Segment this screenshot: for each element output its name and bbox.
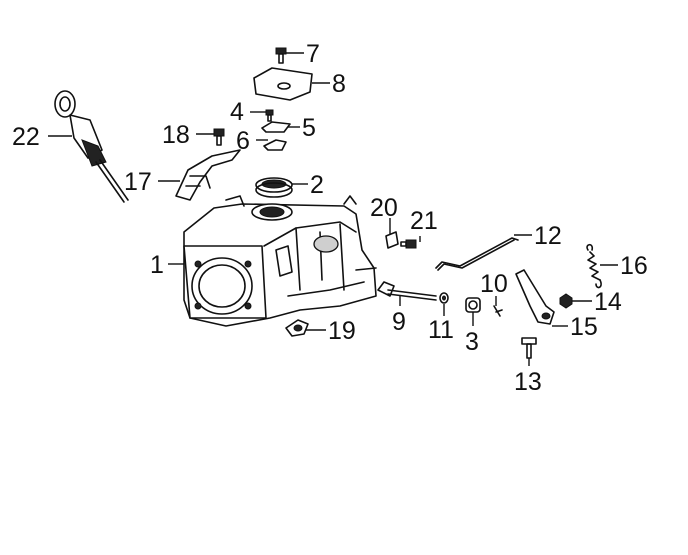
part-21-bolt <box>400 239 417 249</box>
callout-13: 13 <box>514 368 542 396</box>
part-3-bushing <box>465 297 481 313</box>
callout-2: 2 <box>310 171 324 199</box>
callout-12: 12 <box>534 222 562 250</box>
part-12-rod <box>435 237 519 271</box>
callout-19: 19 <box>328 317 356 345</box>
callout-15: 15 <box>570 313 598 341</box>
callout-3: 3 <box>465 328 479 356</box>
callout-5: 5 <box>302 114 316 142</box>
part-20-block <box>385 231 399 249</box>
part-22-dipstick <box>54 90 129 203</box>
callout-20: 20 <box>370 194 398 222</box>
callout-8: 8 <box>332 70 346 98</box>
part-18-bolt <box>213 128 225 146</box>
part-5-plate <box>261 121 291 133</box>
part-2-oil-seal <box>255 177 293 198</box>
part-7-bolt <box>275 47 287 64</box>
callout-1: 1 <box>150 251 164 279</box>
callout-10: 10 <box>480 270 508 298</box>
callout-6: 6 <box>236 127 250 155</box>
part-11-washer <box>439 292 449 304</box>
part-1-crankcase <box>183 195 377 327</box>
callout-labels: 22 18 17 7 8 4 5 6 2 1 19 20 21 12 9 11 … <box>12 40 648 396</box>
callout-7: 7 <box>306 40 320 68</box>
part-6-bracket <box>263 139 287 151</box>
part-15-lever <box>515 269 555 325</box>
callout-9: 9 <box>392 308 406 336</box>
part-13-bolt <box>521 337 537 359</box>
callout-21: 21 <box>410 207 438 235</box>
part-10-pin <box>493 305 503 317</box>
leader-lines <box>48 52 618 366</box>
part-9-shaft <box>377 281 437 301</box>
callout-14: 14 <box>594 288 622 316</box>
part-8-cover-plate <box>253 67 313 101</box>
callout-18: 18 <box>162 121 190 149</box>
callout-17: 17 <box>124 168 152 196</box>
callout-11: 11 <box>428 316 454 344</box>
callout-16: 16 <box>620 252 648 280</box>
part-14-nut <box>559 293 573 309</box>
part-16-spring <box>586 243 602 289</box>
callout-4: 4 <box>230 98 244 126</box>
part-17-guide-plate <box>175 149 241 201</box>
callout-22: 22 <box>12 123 40 151</box>
part-4-bolt <box>265 109 274 122</box>
part-19-bracket <box>285 319 309 337</box>
